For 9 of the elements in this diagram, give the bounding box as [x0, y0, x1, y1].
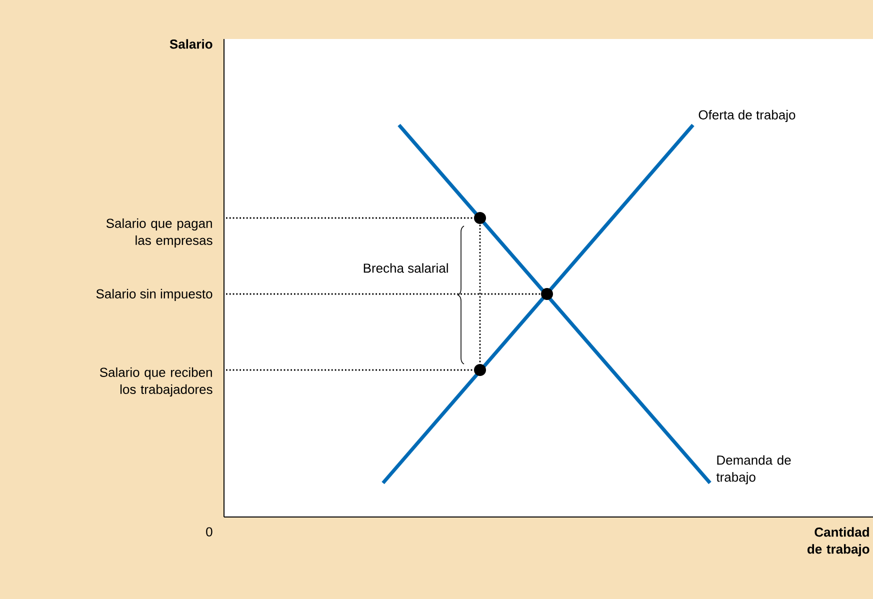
wage-label: Salario que reciben los trabajadores [100, 367, 212, 397]
wage-label: Salario sin impuesto [96, 288, 212, 302]
axis-title: Salario [170, 39, 212, 49]
curve-label: Demanda de trabajo [716, 455, 791, 484]
curve-label: Oferta de trabajo [698, 110, 796, 122]
axis-title: Cantidad de trabajo [808, 527, 870, 556]
origin-label: 0 [206, 527, 212, 536]
bracket-label: Brecha salarial [364, 263, 448, 273]
wage-label: Salario que pagan las empresas [106, 218, 212, 248]
